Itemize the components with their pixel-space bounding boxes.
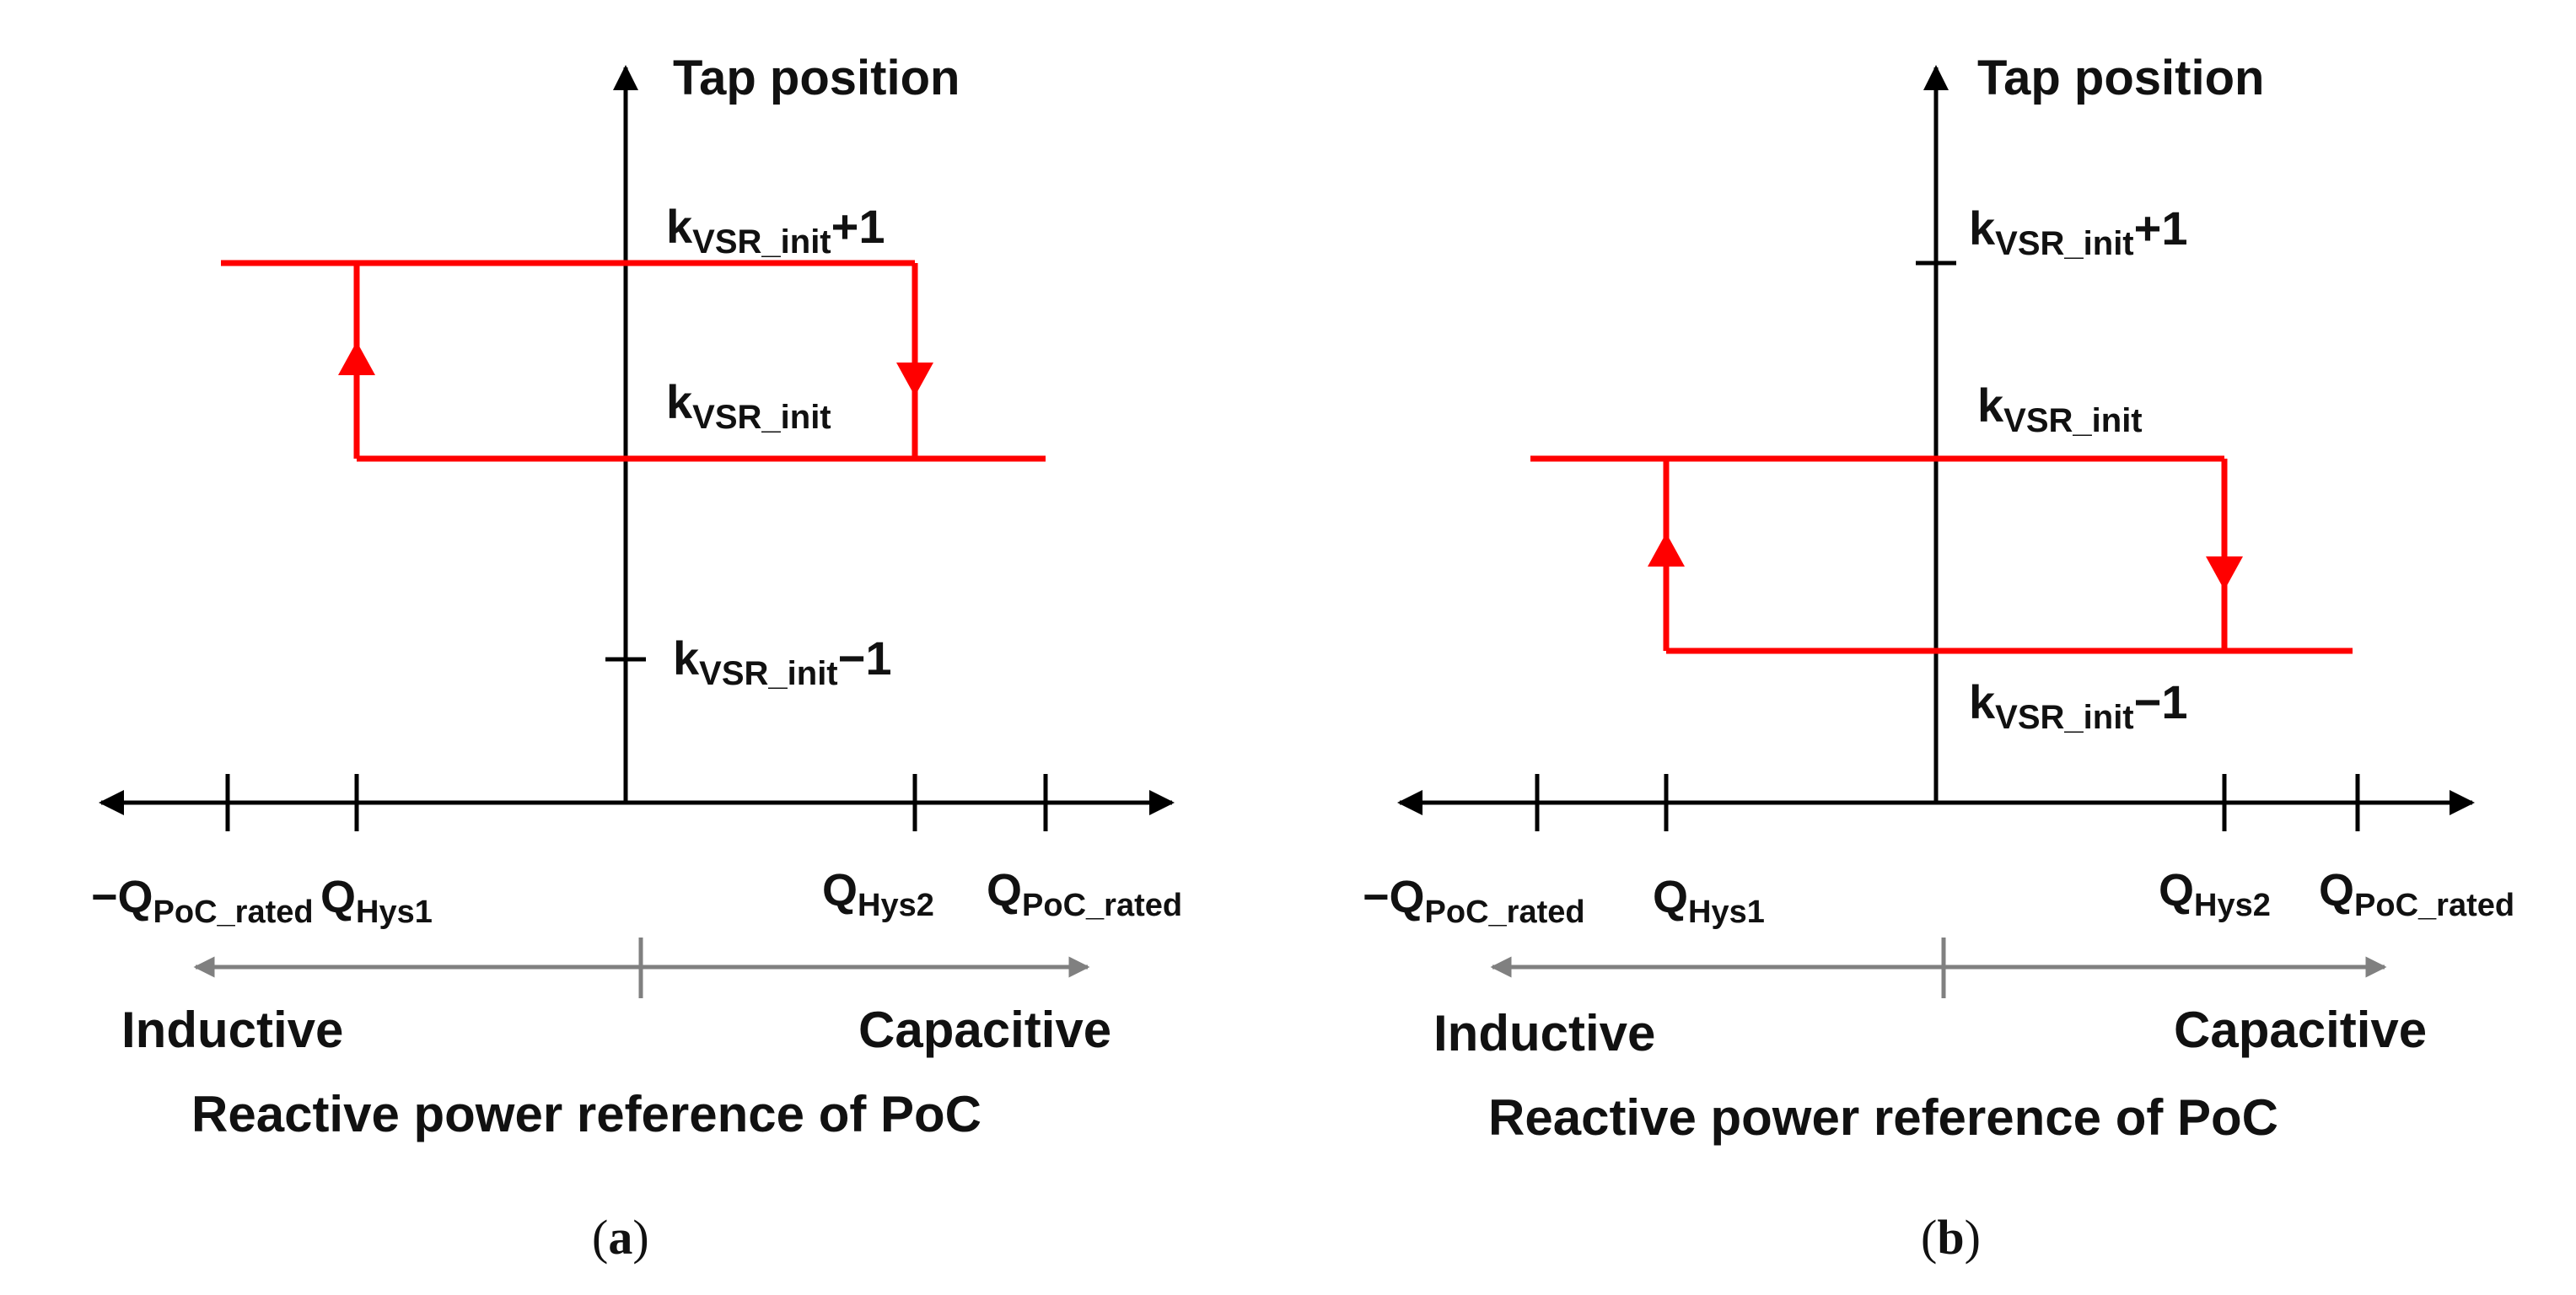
- x-label-hys2: QHys2: [2159, 865, 2271, 923]
- level-label-upper: kVSR_init+1: [1969, 202, 2188, 262]
- panel-a: Tap position kVSR_init+1 kVSR_init kVSR_…: [91, 51, 1182, 1265]
- level-label-lower: kVSR_init−1: [1969, 675, 2188, 736]
- level-label-lower: kVSR_init−1: [673, 631, 892, 692]
- up-arrow: [338, 341, 375, 375]
- caption-a: (a): [592, 1210, 649, 1265]
- inductive-label: Inductive: [1433, 1005, 1655, 1061]
- level-label-middle: kVSR_init: [666, 375, 831, 436]
- x-label-neg-rated: −QPoC_rated: [1363, 872, 1585, 930]
- hysteresis-loop: [221, 260, 1046, 462]
- down-arrow: [2206, 556, 2243, 590]
- up-arrow: [1648, 533, 1685, 567]
- x-axis-label: Reactive power reference of PoC: [191, 1086, 981, 1142]
- x-label-neg-rated: −QPoC_rated: [91, 872, 314, 930]
- caption-b: (b): [1921, 1210, 1981, 1265]
- capacitive-label: Capacitive: [2174, 1002, 2427, 1058]
- x-label-hys1: QHys1: [320, 872, 433, 930]
- x-label-pos-rated: QPoC_rated: [2319, 865, 2514, 923]
- x-label-pos-rated: QPoC_rated: [987, 865, 1182, 923]
- hysteresis-loop: [1530, 455, 2353, 654]
- y-axis-label: Tap position: [673, 51, 960, 105]
- level-label-middle: kVSR_init: [1977, 379, 2143, 439]
- x-label-hys2: QHys2: [822, 865, 934, 923]
- x-axis-label: Reactive power reference of PoC: [1488, 1089, 2278, 1146]
- inductive-label: Inductive: [121, 1002, 343, 1058]
- level-label-upper: kVSR_init+1: [666, 200, 885, 261]
- y-axis-label: Tap position: [1977, 51, 2264, 105]
- down-arrow: [896, 363, 933, 396]
- capacitive-label: Capacitive: [858, 1002, 1111, 1058]
- panel-b: Tap position kVSR_init+1 kVSR_init kVSR_…: [1363, 51, 2514, 1265]
- x-label-hys1: QHys1: [1653, 872, 1765, 930]
